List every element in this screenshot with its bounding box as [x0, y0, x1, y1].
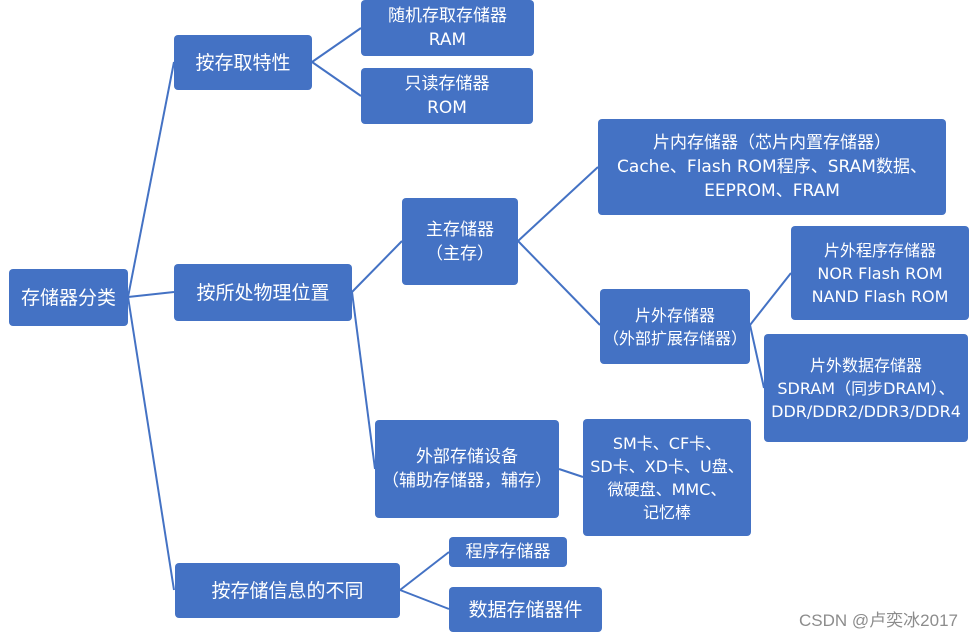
- node-storage-classification: 存储器分类: [9, 269, 128, 326]
- node-label-line4: 记忆棒: [642, 502, 691, 522]
- node-label-line1: 片内存储器（芯片内置存储器）: [653, 133, 891, 153]
- link-root-access: [127, 61, 175, 298]
- node-label: 程序存储器: [465, 542, 551, 562]
- node-offchip-program-memory: 片外程序存储器 NOR Flash ROM NAND Flash ROM: [791, 226, 969, 320]
- node-label: 按所处物理位置: [196, 281, 330, 304]
- link-info-program: [399, 551, 450, 591]
- node-program-memory: 程序存储器: [449, 537, 567, 567]
- node-main-memory: 主存储器 （主存）: [402, 198, 518, 285]
- link-location-main: [351, 240, 403, 293]
- node-label-line1: 只读存储器: [404, 74, 490, 94]
- node-label-line1: 随机存取存储器: [388, 6, 507, 26]
- node-label-line1: 片外存储器: [634, 305, 715, 325]
- link-offchip-data: [749, 324, 765, 389]
- node-ram: 随机存取存储器 RAM: [361, 0, 534, 56]
- node-external-storage: 外部存储设备 （辅助存储器，辅存）: [375, 420, 559, 518]
- link-main-onchip: [517, 166, 599, 242]
- link-access-rom: [311, 61, 362, 97]
- link-root-location: [127, 291, 175, 298]
- node-label: 按存取特性: [195, 51, 291, 74]
- node-label: 存储器分类: [20, 286, 116, 309]
- node-label-line1: 片外程序存储器: [823, 240, 936, 260]
- link-external-cards: [558, 468, 584, 478]
- node-label-line2: Cache、Flash ROM程序、SRAM数据、: [617, 157, 927, 177]
- node-label-line3: DDR/DDR2/DDR3/DDR4: [771, 401, 961, 421]
- node-by-access-characteristic: 按存取特性: [174, 35, 312, 90]
- node-label-line3: NAND Flash ROM: [811, 286, 949, 306]
- node-by-info-type: 按存储信息的不同: [175, 563, 400, 618]
- node-label: 数据存储器件: [468, 598, 583, 621]
- node-offchip-memory: 片外存储器 （外部扩展存储器）: [600, 289, 750, 364]
- link-access-ram: [311, 27, 362, 63]
- link-offchip-program: [749, 272, 792, 326]
- node-label-line2: NOR Flash ROM: [817, 263, 943, 283]
- node-label-line1: SM卡、CF卡、: [612, 433, 722, 453]
- node-label-line1: 外部存储设备: [416, 447, 518, 467]
- node-rom: 只读存储器 ROM: [361, 68, 533, 124]
- node-label-line2: SD卡、XD卡、U盘、: [590, 456, 744, 476]
- link-main-offchip: [517, 240, 601, 326]
- node-label-line2: （外部扩展存储器）: [602, 328, 747, 348]
- node-by-physical-location: 按所处物理位置: [174, 264, 352, 321]
- link-root-info: [127, 296, 175, 591]
- node-label-line2: （主存）: [426, 243, 494, 264]
- link-location-external: [351, 291, 376, 470]
- node-memory-cards: SM卡、CF卡、 SD卡、XD卡、U盘、 微硬盘、MMC、 记忆棒: [583, 419, 751, 536]
- watermark: CSDN @卢奕冰2017: [799, 611, 958, 630]
- node-label-line3: EEPROM、FRAM: [704, 181, 840, 201]
- node-onchip-memory: 片内存储器（芯片内置存储器） Cache、Flash ROM程序、SRAM数据、…: [598, 119, 946, 215]
- node-label-line2: SDRAM（同步DRAM）、: [777, 378, 955, 398]
- node-label-line3: 微硬盘、MMC、: [607, 479, 727, 499]
- node-data-memory-device: 数据存储器件: [449, 587, 602, 632]
- node-offchip-data-memory: 片外数据存储器 SDRAM（同步DRAM）、 DDR/DDR2/DDR3/DDR…: [764, 334, 968, 442]
- node-label-line1: 主存储器: [426, 219, 494, 240]
- link-info-data: [399, 589, 450, 610]
- node-label-line2: RAM: [428, 30, 467, 50]
- node-label-line1: 片外数据存储器: [809, 355, 922, 375]
- node-label-line2: ROM: [427, 98, 467, 118]
- node-label-line2: （辅助存储器，辅存）: [382, 471, 552, 491]
- node-label: 按存储信息的不同: [211, 579, 364, 602]
